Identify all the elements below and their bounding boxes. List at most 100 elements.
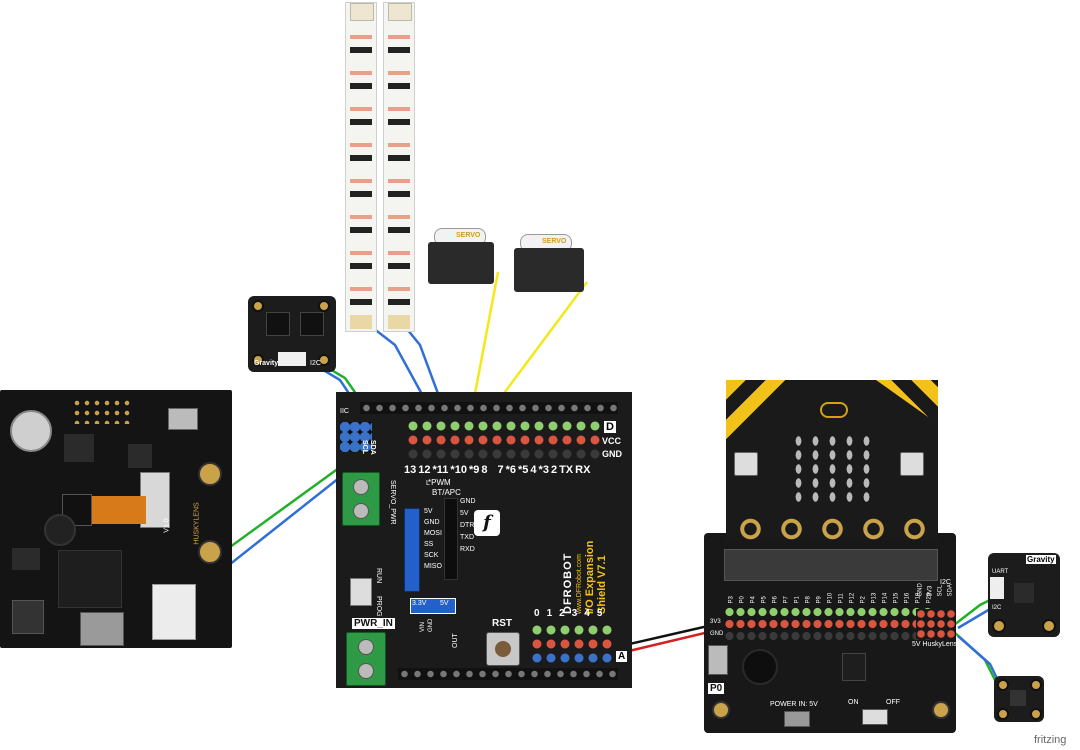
power-in-terminal	[346, 632, 386, 686]
header-pin-label: P0	[739, 596, 746, 604]
dfrobot-logo-icon: f	[474, 510, 500, 536]
header-pin-label: P12	[849, 592, 856, 604]
pwm-note: *PWM	[428, 478, 451, 487]
mount-hole	[1042, 619, 1056, 633]
i2c-pin-labels: GND 3V3 SCL SDA	[916, 583, 955, 597]
digital-label: RX	[575, 464, 591, 476]
off-label: OFF	[886, 699, 900, 706]
terminal-screw	[353, 503, 369, 519]
uart-label: UART	[992, 569, 1009, 575]
mount-hole	[252, 354, 264, 366]
gnd-small-label: GND	[428, 618, 434, 632]
spi-header	[404, 508, 420, 592]
connector-white	[152, 584, 196, 640]
header-pin-label: P10	[827, 592, 834, 604]
header-pin-label: P16	[904, 592, 911, 604]
header-pin-label: P11	[838, 593, 845, 604]
out-label: OUT	[452, 633, 459, 648]
run-prog-switch	[350, 578, 372, 606]
buzzer	[44, 514, 76, 546]
digital-label: *9	[468, 464, 480, 476]
digital-label: 7	[497, 464, 504, 476]
shield-title-2: Shield V7.1	[596, 555, 608, 614]
huskylens-version: V1.0	[163, 518, 171, 533]
led-strip-2-connector	[388, 3, 412, 21]
i2c-pin-label: 3V3	[927, 585, 934, 597]
digital-label-row: 13 12 *11 *10 *9 8 7 *6 *5 4 *3 2 TX RX	[404, 464, 614, 478]
spi-pin-label: SCK	[424, 552, 439, 559]
usb-port	[168, 408, 198, 430]
jack-left	[266, 312, 290, 336]
header-pin-label: P2	[860, 596, 867, 604]
regulator	[842, 653, 866, 681]
servo-label: SERVO	[456, 232, 481, 239]
digital-label: TX	[559, 464, 574, 476]
digital-label: *5	[518, 464, 529, 476]
analog-label: 1	[546, 608, 553, 619]
a-row-vcc	[530, 638, 614, 650]
i2c-label: I2C	[992, 605, 1002, 611]
row-tag-a: A	[616, 651, 628, 662]
bt-pin-label: TXD	[460, 534, 474, 541]
row-tag-d: D	[604, 421, 616, 433]
l-label: L	[426, 480, 430, 487]
i2c-pin-label: GND	[917, 583, 924, 597]
chip-right	[128, 444, 152, 468]
edge-pad-row	[730, 518, 934, 540]
pad-grid	[72, 398, 132, 424]
reset-button[interactable]	[486, 632, 520, 666]
huskylens-port-label: 5V HuskyLens	[912, 641, 958, 648]
header-pin-label: P9	[816, 596, 823, 604]
header-pin-label: P8	[805, 596, 812, 604]
reset-button-cap[interactable]	[495, 641, 511, 657]
spi-pin-label: GND	[424, 519, 440, 526]
scl-label: SCL	[361, 440, 368, 454]
led-matrix	[790, 434, 874, 506]
jack-right	[300, 312, 324, 336]
shield-title-1: I/O Expansion	[584, 540, 596, 614]
header-pin-label: P6	[772, 596, 779, 604]
servo-body	[428, 242, 494, 284]
bt-labels: GND 5V DTR TXD RXD	[460, 498, 476, 553]
analog-label: 4	[584, 608, 590, 619]
microbit-board	[726, 380, 938, 540]
mount-hole	[1030, 708, 1042, 720]
sda-label: SDA	[369, 440, 376, 455]
huskylens-brand: HUSKYLENS	[193, 502, 201, 545]
analog-label: 0	[534, 608, 540, 619]
header-pin-label: P7	[783, 596, 790, 604]
power-in-label: POWER IN: 5V	[770, 701, 818, 708]
brand-block: DFROBOT www.DFRobot.com I/O Expansion Sh…	[556, 502, 608, 622]
mb-row-vcc	[724, 619, 934, 629]
header-pin-label: P4	[750, 596, 757, 604]
bt-pin-label: RXD	[460, 546, 475, 553]
connector-white	[990, 577, 1004, 599]
analog-label: 3	[571, 608, 578, 619]
microbit-yellow-stripes-right	[876, 380, 938, 424]
io-expansion-shield: D VCC GND 13 12 *11 *10 *9 8 7 *6 *5 4 *…	[336, 392, 632, 688]
spi-labels: 5V GND MOSI SS SCK MISO	[424, 508, 442, 570]
chip-small	[12, 548, 40, 570]
d-row-vcc	[406, 434, 602, 446]
digital-label: *6	[505, 464, 517, 476]
header-pin-label: P13	[871, 592, 878, 604]
analog-label-row: 0 1 2 3 4 5	[534, 608, 602, 619]
prog-label: PROG	[375, 596, 382, 617]
button-a[interactable]	[734, 452, 758, 476]
servo-power-terminal	[342, 472, 380, 526]
gnd-label: GND	[602, 449, 622, 459]
i2c-label: I2C	[940, 579, 951, 586]
voltage-selector	[410, 598, 456, 614]
header-pin-label: P5	[761, 596, 768, 604]
power-switch[interactable]	[862, 709, 888, 725]
button-b[interactable]	[900, 452, 924, 476]
huskylens-board: V1.0 HUSKYLENS	[0, 390, 232, 648]
module-chip	[1014, 583, 1034, 603]
digital-label: 13	[404, 464, 417, 476]
gravity-label: Gravity	[254, 360, 279, 367]
mount-hole	[318, 300, 330, 312]
vcc-label: VCC	[602, 436, 622, 446]
servo-1: SERVO	[428, 228, 502, 286]
digital-label: *3	[538, 464, 549, 476]
microbit-expansion-shield: P3 P0 P4 P5 P6 P7 P1 P8 P9 P10 P11 P12 P…	[704, 533, 958, 733]
